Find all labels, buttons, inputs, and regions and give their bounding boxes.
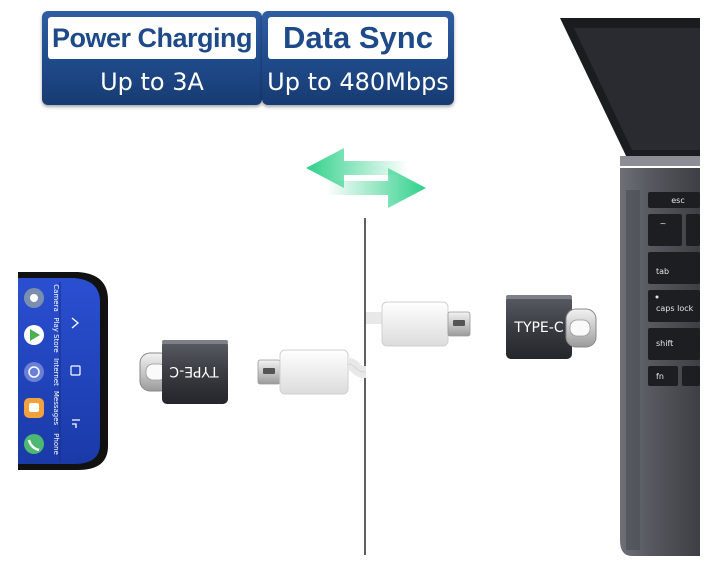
- key-tab: [648, 252, 700, 284]
- home-nav-icon: [70, 365, 81, 376]
- messages-icon: [24, 398, 44, 418]
- badge-subtitle: Up to 3A: [100, 68, 204, 96]
- internet-icon: [24, 362, 44, 382]
- laptop: esc ~ tab caps lock shift fn: [560, 18, 700, 556]
- key-fn: [648, 366, 678, 386]
- power-charging-badge: Power Charging Up to 3A: [42, 11, 262, 105]
- key-tilde-label: ~: [660, 219, 667, 228]
- play-store-icon: [24, 325, 44, 345]
- back-nav-icon: [71, 317, 80, 329]
- app-label-internet: Internet: [52, 358, 60, 386]
- camera-icon: [24, 288, 44, 308]
- key-esc: [648, 192, 700, 208]
- key-fn-label: fn: [656, 372, 664, 381]
- key-shift-label: shift: [656, 339, 673, 348]
- data-sync-badge: Data Sync Up to 480Mbps: [262, 11, 454, 105]
- right-adapter-label: TYPE-C: [513, 320, 563, 336]
- key-caps-lock: [648, 290, 700, 322]
- key-esc-label: esc: [671, 196, 685, 205]
- badge-subtitle: Up to 480Mbps: [267, 68, 449, 96]
- left-micro-usb-plug: [257, 349, 366, 395]
- app-label-play-store: Play Store: [52, 317, 60, 352]
- badge-title: Power Charging: [48, 17, 256, 59]
- app-label-camera: Camera: [52, 284, 60, 311]
- key-shift: [648, 328, 700, 360]
- phone: Camera Play Store Internet Messages Phon…: [18, 272, 108, 470]
- badge-title: Data Sync: [268, 17, 448, 59]
- recents-nav-icon: [72, 419, 80, 428]
- phone-icon: [24, 434, 44, 454]
- right-micro-usb-plug: [366, 301, 471, 347]
- sync-arrows-icon: [306, 148, 426, 208]
- key-tilde: [648, 214, 682, 246]
- key-caps-lock-label: caps lock: [656, 304, 694, 313]
- right-type-c-adapter: TYPE-C: [506, 295, 597, 359]
- speaker-grille: [626, 190, 640, 550]
- left-adapter-label: TYPE-C: [169, 363, 219, 379]
- app-label-phone: Phone: [52, 433, 60, 455]
- left-type-c-adapter: TYPE-C: [139, 340, 228, 404]
- app-label-messages: Messages: [52, 391, 60, 426]
- key-tab-label: tab: [656, 267, 669, 276]
